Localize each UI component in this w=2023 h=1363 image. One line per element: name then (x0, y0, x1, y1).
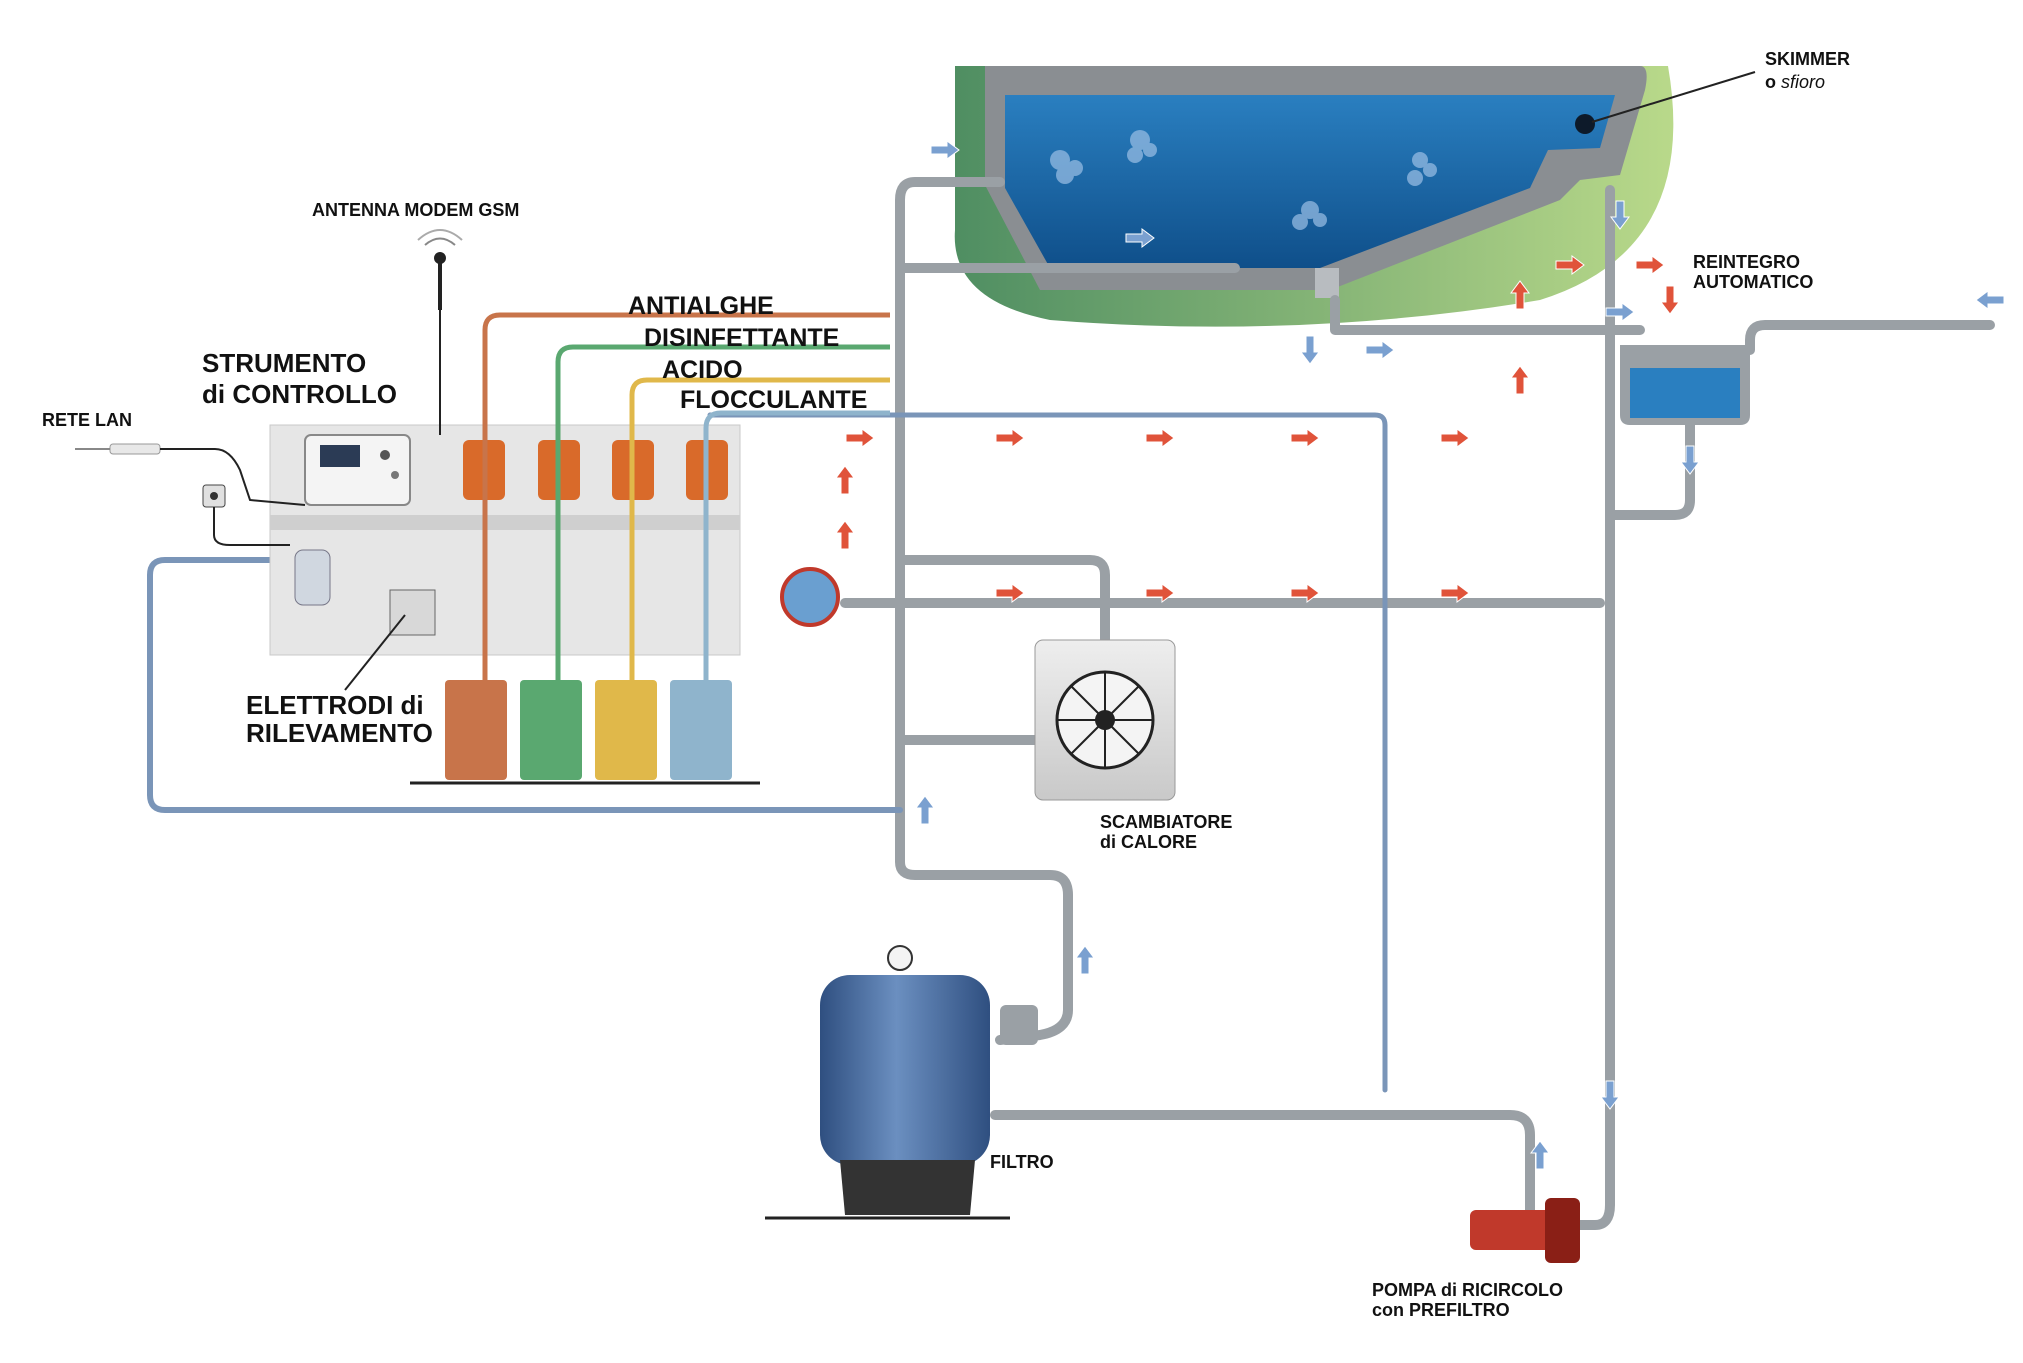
probe-sample-line (147, 557, 903, 813)
chemical-tanks (410, 680, 760, 785)
drain-line (1330, 295, 1645, 335)
tank-acido (595, 680, 657, 780)
pump-suction-pipe (1555, 185, 1615, 1230)
flow-arrow-icon (1555, 255, 1585, 275)
flow-arrow-icon (1600, 1080, 1620, 1110)
flow-arrow-icon (835, 520, 855, 550)
elettrodi-leader (344, 614, 406, 691)
flow-arrow-icon (1145, 428, 1175, 448)
pool-water (1005, 95, 1615, 268)
scambiatore-label-2: di CALORE (1100, 832, 1197, 852)
injection-valve[interactable] (780, 567, 840, 627)
pressure-gauge-icon (887, 945, 913, 971)
flow-arrow-icon (1680, 445, 1700, 475)
main-drain (1315, 268, 1339, 298)
scambiatore-label-1: SCAMBIATORE (1100, 812, 1232, 832)
reintegro-outlet-pipe (1605, 415, 1695, 520)
flow-arrow-icon (1290, 428, 1320, 448)
filter-outlet-pipe (990, 1110, 1535, 1245)
skimmer-leader (1591, 71, 1756, 123)
text-labels: SKIMMER o sfioro ANTENNA MODEM GSM RETE … (42, 49, 1850, 1320)
antialghe-line (482, 312, 890, 690)
flow-arrow-icon (995, 583, 1025, 603)
water-bubbles (1050, 130, 1437, 230)
flow-arrow-icon (835, 465, 855, 495)
flow-arrow-icon (1605, 302, 1635, 322)
flow-arrow-icon (1610, 200, 1630, 230)
network-plug-icon (75, 443, 306, 506)
wall-socket-icon (202, 484, 290, 546)
flow-arrow-icon (1635, 255, 1665, 275)
tank-disinfettante (520, 680, 582, 780)
flow-arrow-icon (995, 428, 1025, 448)
flow-arrow-icon (1975, 290, 2005, 310)
flocculant-feed-line (707, 412, 1388, 1093)
flow-arrow-icon (1075, 945, 1095, 975)
tank-flocculante (670, 680, 732, 780)
strumento-label-1: STRUMENTO (202, 348, 366, 378)
flow-arrow-icon (915, 795, 935, 825)
flow-arrow-icon (845, 428, 875, 448)
flow-arrow-icon (1440, 428, 1470, 448)
flow-arrow-icon (1125, 228, 1155, 248)
antenna-icon (417, 229, 463, 435)
pipe-network (147, 177, 1995, 1245)
heat-exchanger (1034, 639, 1176, 801)
controller-unit[interactable] (304, 434, 411, 506)
flow-arrow-icon (1365, 340, 1395, 360)
control-panel (269, 424, 741, 656)
heat-exchanger-fan-icon (1055, 670, 1155, 770)
flow-arrow-icon (1510, 365, 1530, 395)
filtro-label: FILTRO (990, 1152, 1054, 1172)
swimming-pool (954, 66, 1674, 327)
skimmer-inlet (1575, 114, 1595, 134)
flow-arrows (835, 140, 2005, 1170)
antenna-label: ANTENNA MODEM GSM (312, 200, 519, 220)
make-up-water-pipe (1745, 320, 1995, 355)
heat-exchanger-loop (895, 555, 1110, 645)
skimmer-sublabel: o sfioro (1765, 72, 1825, 92)
flow-arrow-icon (1440, 583, 1470, 603)
flocculante-line (703, 410, 890, 690)
pompa-label-1: POMPA di RICIRCOLO (1372, 1280, 1563, 1300)
rete-lan-label: RETE LAN (42, 410, 132, 430)
reintegro-tank (1620, 345, 1750, 425)
chem-label-flocculante: FLOCCULANTE (680, 386, 867, 414)
flow-arrow-icon (1300, 335, 1320, 365)
panel-shelf (270, 515, 740, 530)
tank-antialghe (445, 680, 507, 780)
chem-label-disinfettante: DISINFETTANTE (644, 324, 839, 352)
flow-arrow-icon (1145, 583, 1175, 603)
strumento-label-2: di CONTROLLO (202, 379, 397, 409)
chem-label-acido: ACIDO (662, 356, 743, 384)
skimmer-label: SKIMMER (1765, 49, 1850, 69)
chemical-feed-lines (482, 312, 890, 690)
reintegro-label-1: REINTEGRO (1693, 252, 1800, 272)
pompa-label-2: con PREFILTRO (1372, 1300, 1510, 1320)
flow-arrow-icon (930, 140, 960, 160)
recirculation-pump[interactable] (1470, 1198, 1580, 1263)
flow-arrow-icon (1510, 280, 1530, 310)
probe-holder (294, 549, 436, 636)
disinfettante-line (555, 344, 890, 690)
reintegro-label-2: AUTOMATICO (1693, 272, 1813, 292)
multiport-valve[interactable] (1000, 1005, 1038, 1045)
elettrodi-label-2: RILEVAMENTO (246, 718, 433, 748)
flow-arrow-icon (1530, 1140, 1550, 1170)
chem-label-antialghe: ANTIALGHE (628, 292, 774, 320)
main-supply-pipe (895, 177, 1073, 1045)
sand-filter (765, 945, 1038, 1220)
flow-arrow-icon (1290, 583, 1320, 603)
dosing-pumps (463, 440, 728, 500)
acido-line (629, 377, 890, 690)
elettrodi-label-1: ELETTRODI di (246, 690, 424, 720)
flow-arrow-icon (1660, 285, 1680, 315)
